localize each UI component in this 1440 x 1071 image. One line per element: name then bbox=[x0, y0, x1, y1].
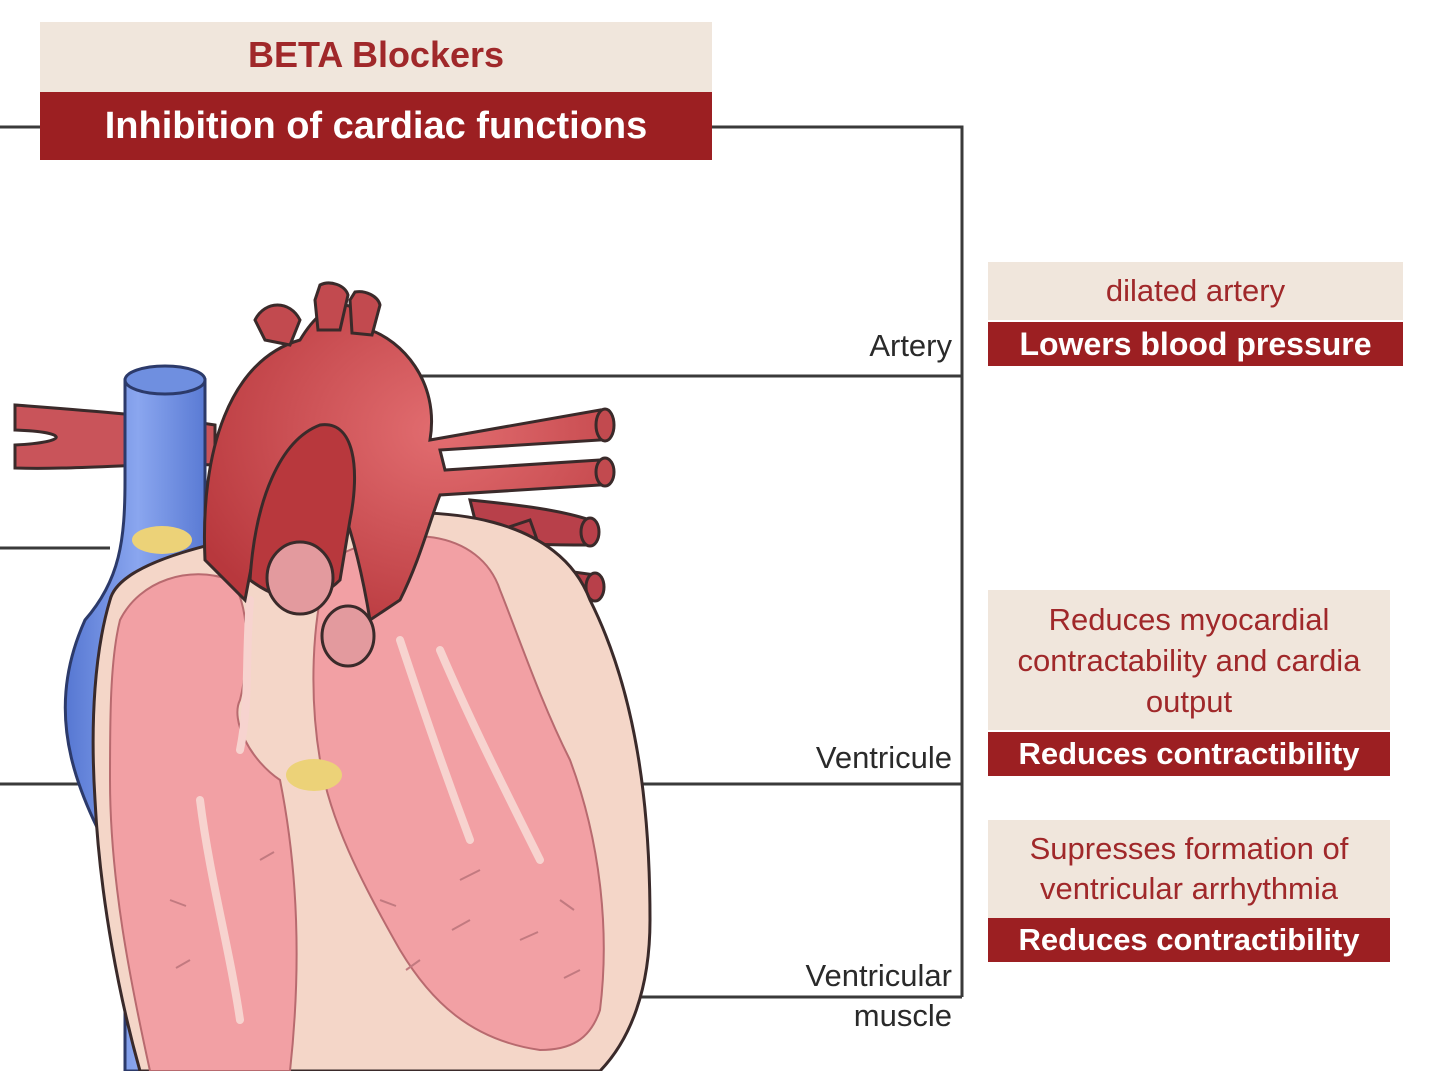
chordae bbox=[169, 851, 581, 979]
artery-description-box: dilated artery bbox=[988, 262, 1403, 320]
muscle-result-box: Reduces contractibility bbox=[988, 918, 1390, 962]
label-artery: Artery bbox=[869, 328, 952, 363]
av-node bbox=[286, 759, 342, 791]
muscle-description: Supresses formation of ventricular arrhy… bbox=[1029, 831, 1349, 906]
ventricule-description: Reduces myocardial contractability and c… bbox=[1017, 601, 1361, 719]
conduction-nodes bbox=[132, 526, 342, 791]
muscle-description-box: Supresses formation of ventricular arrhy… bbox=[988, 820, 1390, 918]
title-heading-text: BETA Blockers bbox=[247, 34, 505, 75]
pulmonary-valve bbox=[265, 540, 335, 616]
sa-node bbox=[132, 526, 192, 554]
artery-description: dilated artery bbox=[1105, 273, 1286, 308]
aortic-branches bbox=[253, 281, 382, 347]
label-ventricule: Ventricule bbox=[815, 740, 952, 775]
muscle-result: Reduces contractibility bbox=[1018, 922, 1360, 957]
title-subheading: Inhibition of cardiac functions bbox=[40, 92, 712, 160]
connector-title bbox=[0, 125, 964, 997]
title-subheading-text: Inhibition of cardiac functions bbox=[104, 104, 648, 147]
aortic-valve bbox=[320, 604, 376, 668]
ventricule-description-box: Reduces myocardial contractability and c… bbox=[988, 590, 1390, 730]
title-heading: BETA Blockers bbox=[40, 22, 712, 92]
valves bbox=[265, 540, 376, 668]
artery-result-box: Lowers blood pressure bbox=[988, 322, 1403, 366]
ventricule-result-box: Reduces contractibility bbox=[988, 732, 1390, 776]
ventricule-result: Reduces contractibility bbox=[1018, 736, 1360, 771]
label-ventricular-muscle: Ventricular muscle bbox=[805, 958, 952, 1033]
papillary-strands bbox=[196, 596, 544, 1024]
artery-result: Lowers blood pressure bbox=[1019, 325, 1372, 362]
